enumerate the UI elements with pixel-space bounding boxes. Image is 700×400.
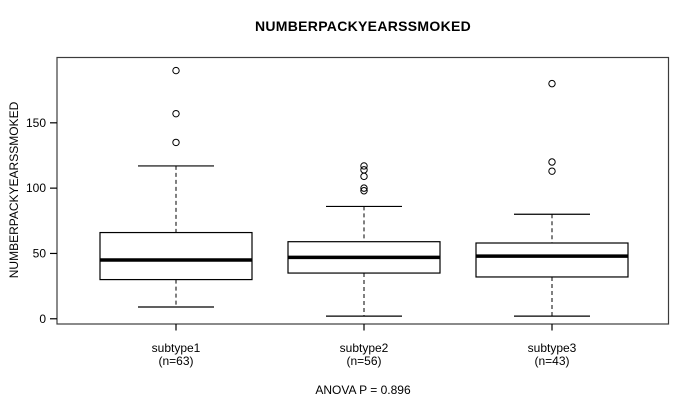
outlier-point (548, 79, 556, 88)
outlier-point (360, 166, 368, 174)
outlier-point (360, 187, 368, 195)
outlier-point (172, 66, 180, 75)
x-category-label: subtype3 (528, 341, 577, 355)
x-count-label: (n=43) (534, 354, 569, 368)
x-category-label: subtype2 (340, 341, 389, 355)
plot-frame (56, 56, 670, 325)
x-category-label: subtype1 (152, 341, 201, 355)
y-axis-tick-label: 0 (39, 312, 46, 326)
x-count-label: (n=63) (158, 354, 193, 368)
outlier-point (360, 162, 368, 170)
iqr-box (99, 231, 253, 281)
outlier-point (360, 172, 368, 181)
outlier-point (548, 167, 556, 175)
outlier-point (360, 184, 368, 192)
y-axis-tick-label: 150 (26, 116, 46, 130)
anova-annotation: ANOVA P = 0.896 (315, 383, 411, 397)
chart-title: NUMBERPACKYEARSSMOKED (254, 18, 472, 34)
y-axis-tick-label: 50 (33, 246, 47, 260)
y-axis-tick-label: 100 (26, 181, 46, 195)
outlier-point (172, 138, 180, 147)
outlier-point (548, 158, 556, 166)
iqr-box (475, 242, 629, 278)
outlier-point (172, 109, 180, 118)
x-count-label: (n=56) (346, 354, 381, 368)
